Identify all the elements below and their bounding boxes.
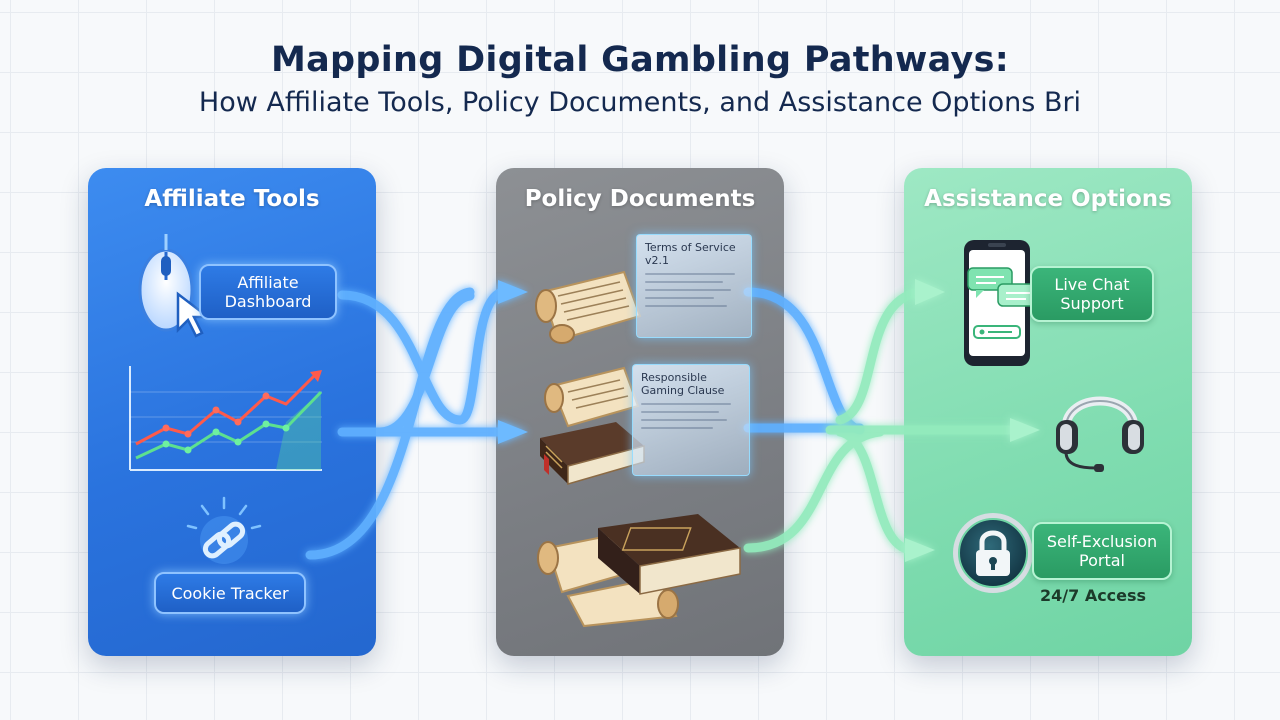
terms-of-service-card: Terms of Service v2.1 [636, 234, 752, 338]
arrow-to-portal [905, 538, 935, 562]
live-chat-support-pill: Live Chat Support [1030, 266, 1154, 322]
page-subtitle: How Affiliate Tools, Policy Documents, a… [198, 87, 1082, 118]
self-exclusion-portal-pill: Self-Exclusion Portal [1032, 522, 1172, 580]
flow-chart-up [375, 291, 475, 437]
title-block: Mapping Digital Gambling Pathways: How A… [0, 38, 1280, 122]
affiliate-tools-title: Affiliate Tools [144, 186, 320, 212]
page-title: Mapping Digital Gambling Pathways: [270, 40, 1010, 80]
cookie-tracker-pill: Cookie Tracker [154, 572, 306, 614]
line-chart-icon [129, 366, 323, 471]
flow-cookie-to-terms [305, 287, 475, 560]
responsible-gaming-card: Responsible Gaming Clause [632, 364, 750, 476]
flow-dashboard-to-terms [337, 287, 510, 425]
flow-to-chat [835, 287, 925, 425]
flow-terms-to-right [743, 287, 865, 435]
flow-to-portal [835, 427, 917, 555]
affiliate-dashboard-pill: Affiliate Dashboard [199, 264, 337, 320]
scroll-and-book-icon [537, 514, 741, 628]
access-hours-label: 24/7 Access [1040, 586, 1147, 605]
scroll-icon [535, 270, 642, 344]
chain-link-icon [186, 496, 262, 564]
arrow-to-clause [498, 420, 528, 444]
headset-icon [1056, 396, 1144, 472]
padlock-icon [953, 513, 1033, 593]
responsible-gaming-label: Responsible Gaming Clause [641, 371, 725, 397]
assistance-options-title: Assistance Options [924, 186, 1172, 212]
arrow-to-terms [498, 280, 528, 304]
mouse-icon [138, 234, 212, 338]
terms-of-service-label: Terms of Service v2.1 [645, 241, 736, 267]
arrow-to-headset [1010, 418, 1040, 442]
policy-documents-title: Policy Documents [524, 186, 756, 212]
arrow-to-chat [915, 279, 945, 305]
